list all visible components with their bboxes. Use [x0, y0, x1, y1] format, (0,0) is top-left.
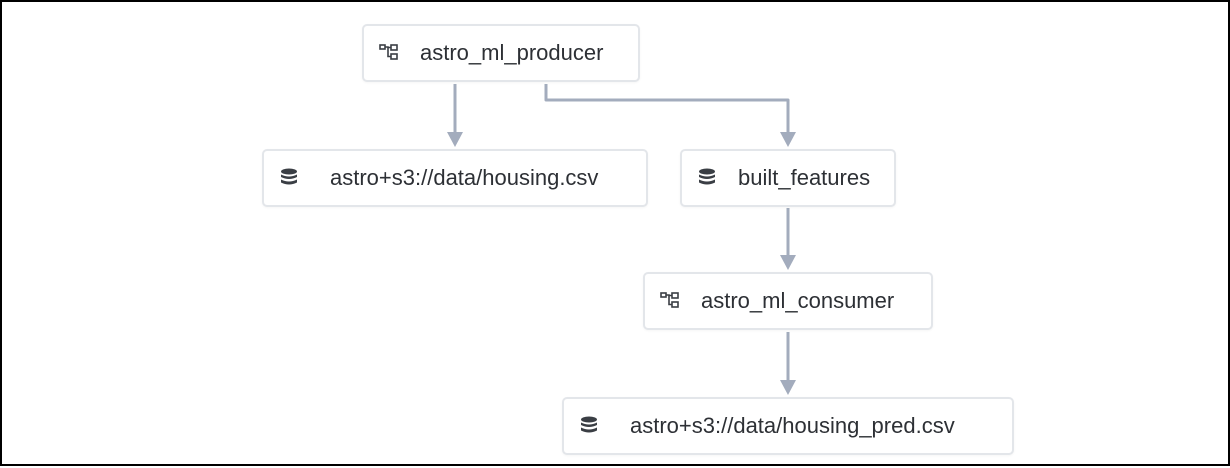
dataset-node-housing-csv[interactable]: astro+s3://data/housing.csv: [262, 149, 648, 207]
dag-icon: [378, 42, 400, 64]
arrowhead-consumer: [780, 255, 796, 270]
dataset-node-housing-pred-csv[interactable]: astro+s3://data/housing_pred.csv: [562, 397, 1014, 455]
arrowhead-housing: [447, 132, 463, 147]
node-label: astro+s3://data/housing_pred.csv: [630, 413, 955, 438]
arrowhead-built-features: [780, 132, 796, 147]
dag-node-astro-ml-consumer[interactable]: astro_ml_consumer: [643, 272, 933, 330]
dataset-node-built-features[interactable]: built_features: [680, 149, 896, 207]
dag-node-astro-ml-producer[interactable]: astro_ml_producer: [362, 24, 640, 82]
node-label: astro_ml_consumer: [701, 288, 895, 313]
arrowhead-housing-pred: [780, 380, 796, 395]
node-label: astro+s3://data/housing.csv: [330, 165, 599, 190]
node-label: built_features: [738, 165, 871, 190]
dag-icon: [659, 290, 681, 312]
node-label: astro_ml_producer: [420, 40, 604, 65]
database-icon: [696, 167, 718, 189]
edge-producer-to-built-features: [544, 84, 790, 134]
database-icon: [578, 415, 600, 437]
database-icon: [278, 167, 300, 189]
